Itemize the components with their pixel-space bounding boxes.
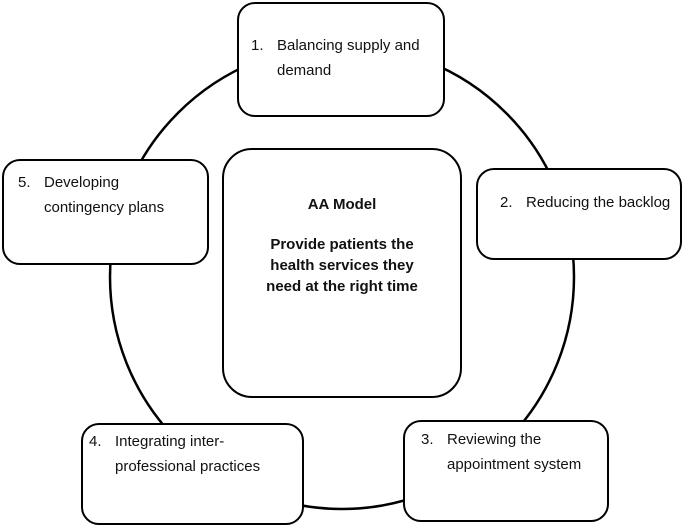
center-box: AA Model Provide patients the health ser… — [222, 148, 462, 398]
step-box-3: 3. Reviewing the appointment system — [403, 420, 609, 522]
center-title: AA Model — [307, 196, 377, 213]
step-text-3: 3. Reviewing the appointment system — [421, 427, 581, 477]
step-text-2: 2. Reducing the backlog — [500, 190, 670, 215]
step-box-4: 4. Integrating inter- professional practi… — [81, 423, 304, 525]
step-number-3: 3. — [421, 431, 434, 448]
step-box-1: 1. Balancing supply and demand — [237, 2, 445, 117]
step-box-5: 5. Developing contingency plans — [2, 159, 209, 265]
step-text-1: 1. Balancing supply and demand — [251, 33, 420, 83]
step-line1-3: Reviewing the — [447, 431, 542, 448]
step-number-4: 4. — [89, 433, 102, 450]
step-number-1: 1. — [251, 37, 264, 54]
step-box-2: 2. Reducing the backlog — [476, 168, 682, 260]
step-line1-4: Integrating inter- — [115, 433, 225, 450]
center-subtitle: Provide patients the health services the… — [266, 236, 418, 295]
step-line2-3: appointment system — [447, 456, 582, 473]
step-line2-4: professional practices — [115, 458, 261, 475]
step-number-2: 2. — [500, 194, 513, 211]
step-line1-2: Reducing the backlog — [526, 194, 671, 211]
step-line2-1: demand — [277, 62, 332, 79]
step-line1-1: Balancing supply and — [277, 37, 420, 54]
step-text-4: 4. Integrating inter- professional practi… — [89, 429, 260, 479]
step-number-5: 5. — [18, 174, 31, 191]
step-line1-5: Developing — [44, 174, 120, 191]
step-text-5: 5. Developing contingency plans — [18, 170, 164, 220]
step-line2-5: contingency plans — [44, 199, 165, 216]
